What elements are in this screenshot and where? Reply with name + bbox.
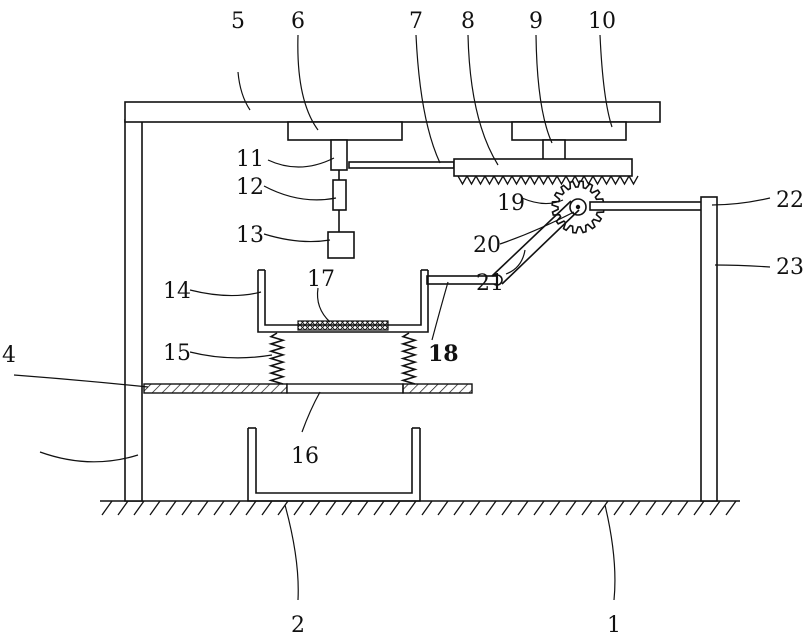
leader-1 — [605, 505, 615, 600]
label-13: 13 — [236, 223, 264, 248]
support-plate — [144, 384, 472, 393]
leader-15 — [190, 352, 272, 358]
leader-8 — [468, 35, 498, 165]
leader-22 — [712, 198, 770, 205]
guide-sleeve — [331, 140, 347, 170]
rack-support-rod — [543, 140, 565, 160]
collecting-box — [248, 428, 420, 501]
label-22: 22 — [776, 188, 804, 213]
left-frame-post — [125, 120, 142, 501]
ground-hatch — [102, 501, 736, 515]
leader-12 — [264, 186, 336, 200]
label-10: 10 — [588, 9, 616, 34]
connecting-rod — [349, 162, 454, 168]
label-19: 19 — [497, 191, 525, 216]
toothed-rack — [454, 159, 638, 184]
label-16: 16 — [291, 444, 319, 469]
right-spring — [403, 333, 415, 384]
label-6: 6 — [291, 9, 305, 34]
leader-16 — [302, 392, 320, 432]
label-20: 20 — [473, 233, 501, 258]
pressing-block — [328, 232, 354, 258]
label-8: 8 — [461, 9, 475, 34]
leader-19 — [522, 198, 563, 204]
leader-14 — [190, 290, 261, 296]
label-2: 2 — [291, 613, 305, 638]
label-1: 1 — [607, 613, 621, 638]
leader-23 — [715, 265, 770, 267]
leader-18 — [432, 282, 448, 340]
label-23: 23 — [776, 255, 804, 280]
leader-2 — [285, 505, 298, 600]
label-9: 9 — [529, 9, 543, 34]
plate-opening — [287, 384, 403, 393]
leader-3 — [40, 452, 138, 462]
left-mounting-block — [288, 122, 402, 140]
filter-mesh — [298, 321, 388, 330]
gear-axle — [576, 205, 580, 209]
rack-teeth — [458, 176, 638, 184]
label-11: 11 — [236, 147, 264, 172]
label-5: 5 — [231, 9, 245, 34]
label-12: 12 — [236, 175, 264, 200]
leader-17 — [318, 288, 331, 322]
gear-support-arm — [590, 202, 703, 210]
right-mounting-block — [512, 122, 626, 140]
top-plate — [125, 102, 660, 122]
leader-13 — [264, 234, 330, 242]
label-4: 4 — [2, 343, 16, 368]
label-7: 7 — [409, 9, 423, 34]
label-14: 14 — [163, 279, 191, 304]
ground — [100, 501, 740, 515]
leader-7 — [416, 35, 440, 163]
label-18: 18 — [428, 341, 459, 367]
left-spring — [271, 333, 283, 384]
label-21: 21 — [476, 271, 504, 296]
motor-block — [333, 180, 346, 210]
label-17: 17 — [307, 267, 335, 292]
right-frame-post — [701, 197, 717, 501]
leader-11 — [268, 158, 334, 167]
label-15: 15 — [163, 341, 191, 366]
